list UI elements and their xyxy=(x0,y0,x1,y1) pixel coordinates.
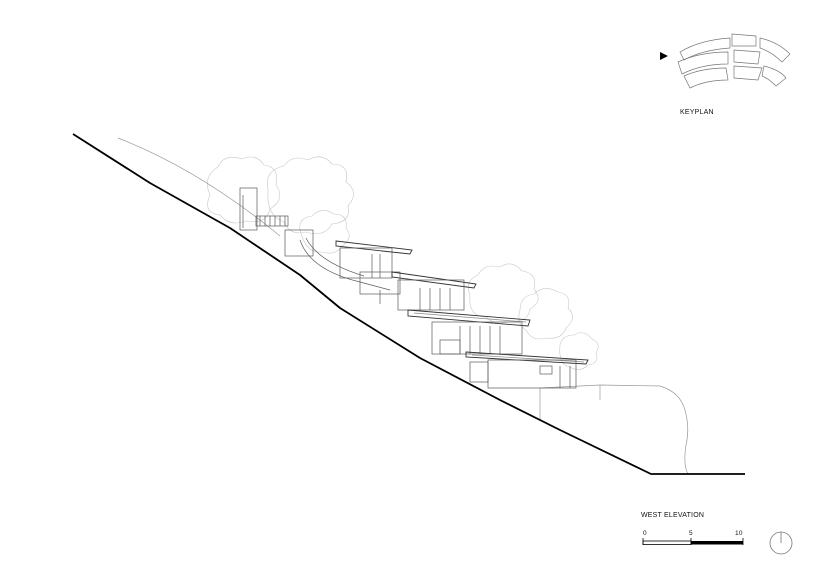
scale-bar xyxy=(642,538,744,545)
building-elevation xyxy=(239,187,589,389)
north-arrow-icon xyxy=(769,531,793,555)
terrain-line xyxy=(72,133,745,475)
scale-tick-label: 0 xyxy=(643,530,647,537)
rock-outcrop xyxy=(117,137,689,475)
keyplan-label: KEYPLAN xyxy=(680,109,714,116)
drawing-title: WEST ELEVATION xyxy=(641,512,705,519)
view-direction-arrow-icon xyxy=(660,52,668,60)
background-trees xyxy=(207,156,599,370)
scale-tick-label: 10 xyxy=(735,530,743,537)
scale-tick-label: 5 xyxy=(689,530,693,537)
keyplan-diagram xyxy=(677,33,791,89)
